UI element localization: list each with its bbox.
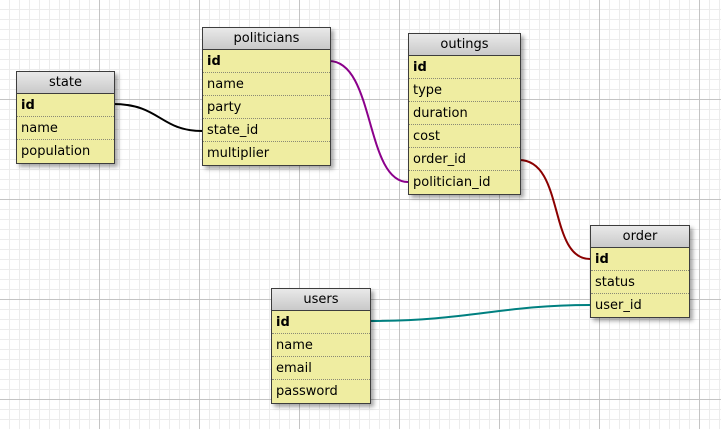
field-state-id[interactable]: id (17, 94, 114, 117)
relation-users-order[interactable] (368, 304, 591, 322)
field-users-password[interactable]: password (276, 384, 338, 399)
field-outings-cost[interactable]: cost (409, 125, 520, 148)
field-users-id[interactable]: id (272, 311, 370, 334)
field-politicians-multiplier[interactable]: multiplier (207, 146, 270, 161)
field-state-name[interactable]: name (17, 117, 114, 140)
table-order[interactable]: order id status user_id (590, 225, 690, 318)
field-outings-duration[interactable]: duration (409, 102, 520, 125)
field-users-email[interactable]: email (272, 357, 370, 380)
table-title[interactable]: politicians (203, 28, 330, 50)
field-order-user-id[interactable]: user_id (595, 298, 642, 313)
table-title[interactable]: outings (409, 34, 520, 56)
field-outings-politician-id[interactable]: politician_id (413, 175, 491, 190)
table-outings[interactable]: outings id type duration cost order_id p… (408, 33, 521, 195)
field-politicians-name[interactable]: name (203, 73, 330, 96)
table-title[interactable]: users (272, 289, 370, 311)
table-title[interactable]: order (591, 226, 689, 248)
field-users-name[interactable]: name (272, 334, 370, 357)
field-outings-id[interactable]: id (409, 56, 520, 79)
table-state[interactable]: state id name population (16, 71, 115, 164)
field-politicians-party[interactable]: party (203, 96, 330, 119)
field-order-id[interactable]: id (591, 248, 689, 271)
field-outings-order-id[interactable]: order_id (409, 148, 520, 171)
table-title[interactable]: state (17, 72, 114, 94)
table-politicians[interactable]: politicians id name party state_id multi… (202, 27, 331, 166)
field-politicians-state-id[interactable]: state_id (203, 119, 330, 142)
field-outings-type[interactable]: type (409, 79, 520, 102)
relation-state-politicians[interactable] (112, 103, 203, 132)
field-state-population[interactable]: population (21, 144, 91, 159)
table-users[interactable]: users id name email password (271, 288, 371, 404)
field-order-status[interactable]: status (591, 271, 689, 294)
relation-politicians-outings[interactable] (328, 60, 409, 183)
field-politicians-id[interactable]: id (203, 50, 330, 73)
relation-outings-order[interactable] (518, 159, 591, 260)
